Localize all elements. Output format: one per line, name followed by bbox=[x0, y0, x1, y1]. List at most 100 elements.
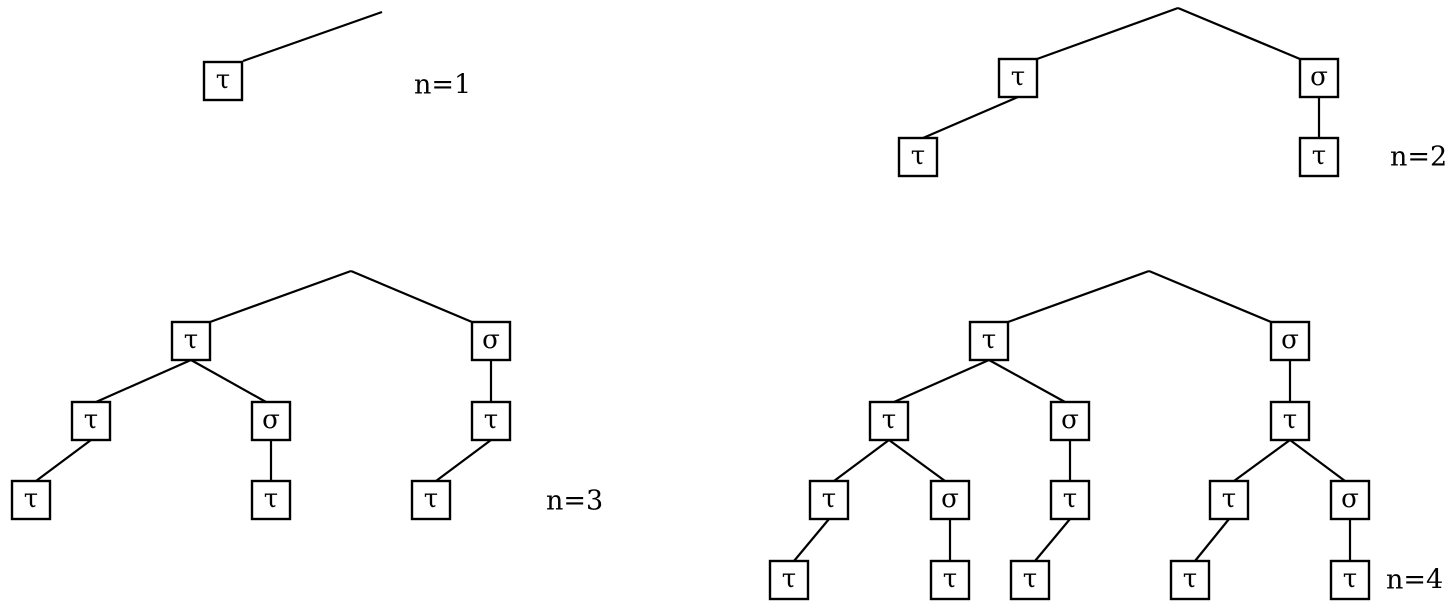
node-box bbox=[1298, 136, 1340, 178]
node-box bbox=[808, 479, 850, 521]
node-box bbox=[170, 320, 212, 362]
tree-node: τ bbox=[1269, 400, 1311, 442]
node-box bbox=[768, 559, 810, 601]
node-symbol: τ bbox=[84, 405, 98, 435]
node-box bbox=[1049, 400, 1091, 442]
root-edge bbox=[1177, 6, 1301, 61]
case-label: n=4 bbox=[1386, 565, 1443, 596]
tree-node: τ bbox=[250, 479, 292, 521]
tree-node: τ bbox=[470, 400, 512, 442]
node-symbol: τ bbox=[24, 484, 38, 514]
tree-node: σ bbox=[250, 400, 292, 442]
tree-node: τ bbox=[997, 57, 1039, 99]
node-box bbox=[410, 479, 452, 521]
tree-node: τ bbox=[1009, 559, 1051, 601]
node-symbol: τ bbox=[184, 325, 198, 355]
nodes-layer: τ τ σ τ τ τ σ τ σ τ τ τ τ τ σ τ σ τ τ σ τ τ σ τ τ τ τ τ bbox=[10, 57, 1371, 601]
node-box bbox=[1269, 400, 1311, 442]
node-box bbox=[470, 400, 512, 442]
tree-node: τ bbox=[70, 400, 112, 442]
tree-edge bbox=[893, 358, 990, 404]
node-symbol: σ bbox=[262, 405, 280, 435]
node-symbol: σ bbox=[1281, 325, 1299, 355]
tree-edge bbox=[833, 439, 890, 482]
node-box bbox=[70, 400, 112, 442]
node-box bbox=[1298, 57, 1340, 99]
node-box bbox=[1009, 559, 1051, 601]
node-symbol: τ bbox=[216, 65, 230, 95]
node-symbol: τ bbox=[882, 405, 896, 435]
node-box bbox=[202, 60, 244, 102]
case-label: n=2 bbox=[1390, 142, 1447, 173]
node-symbol: τ bbox=[484, 405, 498, 435]
node-box bbox=[1329, 479, 1371, 521]
tree-node: σ bbox=[1269, 320, 1311, 362]
root-edge bbox=[1036, 6, 1179, 61]
node-symbol: τ bbox=[1222, 484, 1236, 514]
node-symbol: τ bbox=[1343, 564, 1357, 594]
tree-node: σ bbox=[1049, 400, 1091, 442]
tree-node: τ bbox=[1208, 479, 1250, 521]
node-box bbox=[868, 400, 910, 442]
node-box bbox=[968, 320, 1010, 362]
tree-node: τ bbox=[808, 479, 850, 521]
node-symbol: τ bbox=[911, 141, 925, 171]
tree-edge bbox=[190, 359, 267, 403]
tree-node: τ bbox=[968, 320, 1010, 362]
case-label: n=3 bbox=[546, 486, 603, 517]
node-symbol: τ bbox=[1023, 564, 1037, 594]
node-symbol: σ bbox=[941, 484, 959, 514]
case-label: n=1 bbox=[414, 70, 471, 101]
node-symbol: τ bbox=[264, 484, 278, 514]
tree-node: τ bbox=[10, 479, 52, 521]
node-symbol: σ bbox=[1061, 405, 1079, 435]
tree-node: τ bbox=[897, 136, 939, 178]
node-symbol: σ bbox=[482, 325, 500, 355]
tree-node: τ bbox=[929, 559, 971, 601]
node-box bbox=[897, 136, 939, 178]
tree-edge bbox=[435, 439, 492, 482]
tree-node: τ bbox=[1298, 136, 1340, 178]
node-box bbox=[250, 479, 292, 521]
tree-edge bbox=[888, 439, 946, 482]
node-box bbox=[1208, 479, 1250, 521]
root-edge bbox=[1148, 269, 1272, 324]
tree-node: τ bbox=[410, 479, 452, 521]
tree-node: σ bbox=[1329, 479, 1371, 521]
tree-node: σ bbox=[470, 320, 512, 362]
tree-edge bbox=[793, 518, 830, 562]
tree-node: τ bbox=[1169, 559, 1211, 601]
node-box bbox=[1269, 320, 1311, 362]
tree-edge bbox=[35, 439, 92, 482]
node-symbol: τ bbox=[782, 564, 796, 594]
node-symbol: τ bbox=[1011, 62, 1025, 92]
tree-edge bbox=[922, 95, 1019, 140]
node-symbol: σ bbox=[1310, 62, 1328, 92]
tree-edge bbox=[95, 358, 192, 404]
node-box bbox=[1169, 559, 1211, 601]
tree-node: τ bbox=[768, 559, 810, 601]
node-box bbox=[470, 320, 512, 362]
tree-node: τ bbox=[1049, 479, 1091, 521]
tree-edge bbox=[1194, 518, 1230, 562]
node-box bbox=[929, 559, 971, 601]
labels-layer: n=1 n=2 n=3 n=4 bbox=[414, 70, 1447, 596]
tree-edge bbox=[1034, 518, 1071, 562]
node-symbol: τ bbox=[982, 325, 996, 355]
root-edge bbox=[209, 269, 352, 324]
node-symbol: τ bbox=[424, 484, 438, 514]
root-edge bbox=[350, 269, 473, 324]
tree-node: τ bbox=[868, 400, 910, 442]
tree-node: τ bbox=[170, 320, 212, 362]
node-symbol: τ bbox=[1283, 405, 1297, 435]
node-box bbox=[250, 400, 292, 442]
node-symbol: τ bbox=[943, 564, 957, 594]
root-edge bbox=[242, 10, 383, 63]
node-box bbox=[929, 479, 971, 521]
node-box bbox=[10, 479, 52, 521]
tree-node: τ bbox=[202, 60, 244, 102]
node-box bbox=[1329, 559, 1371, 601]
node-symbol: τ bbox=[1063, 484, 1077, 514]
tree-node: σ bbox=[929, 479, 971, 521]
